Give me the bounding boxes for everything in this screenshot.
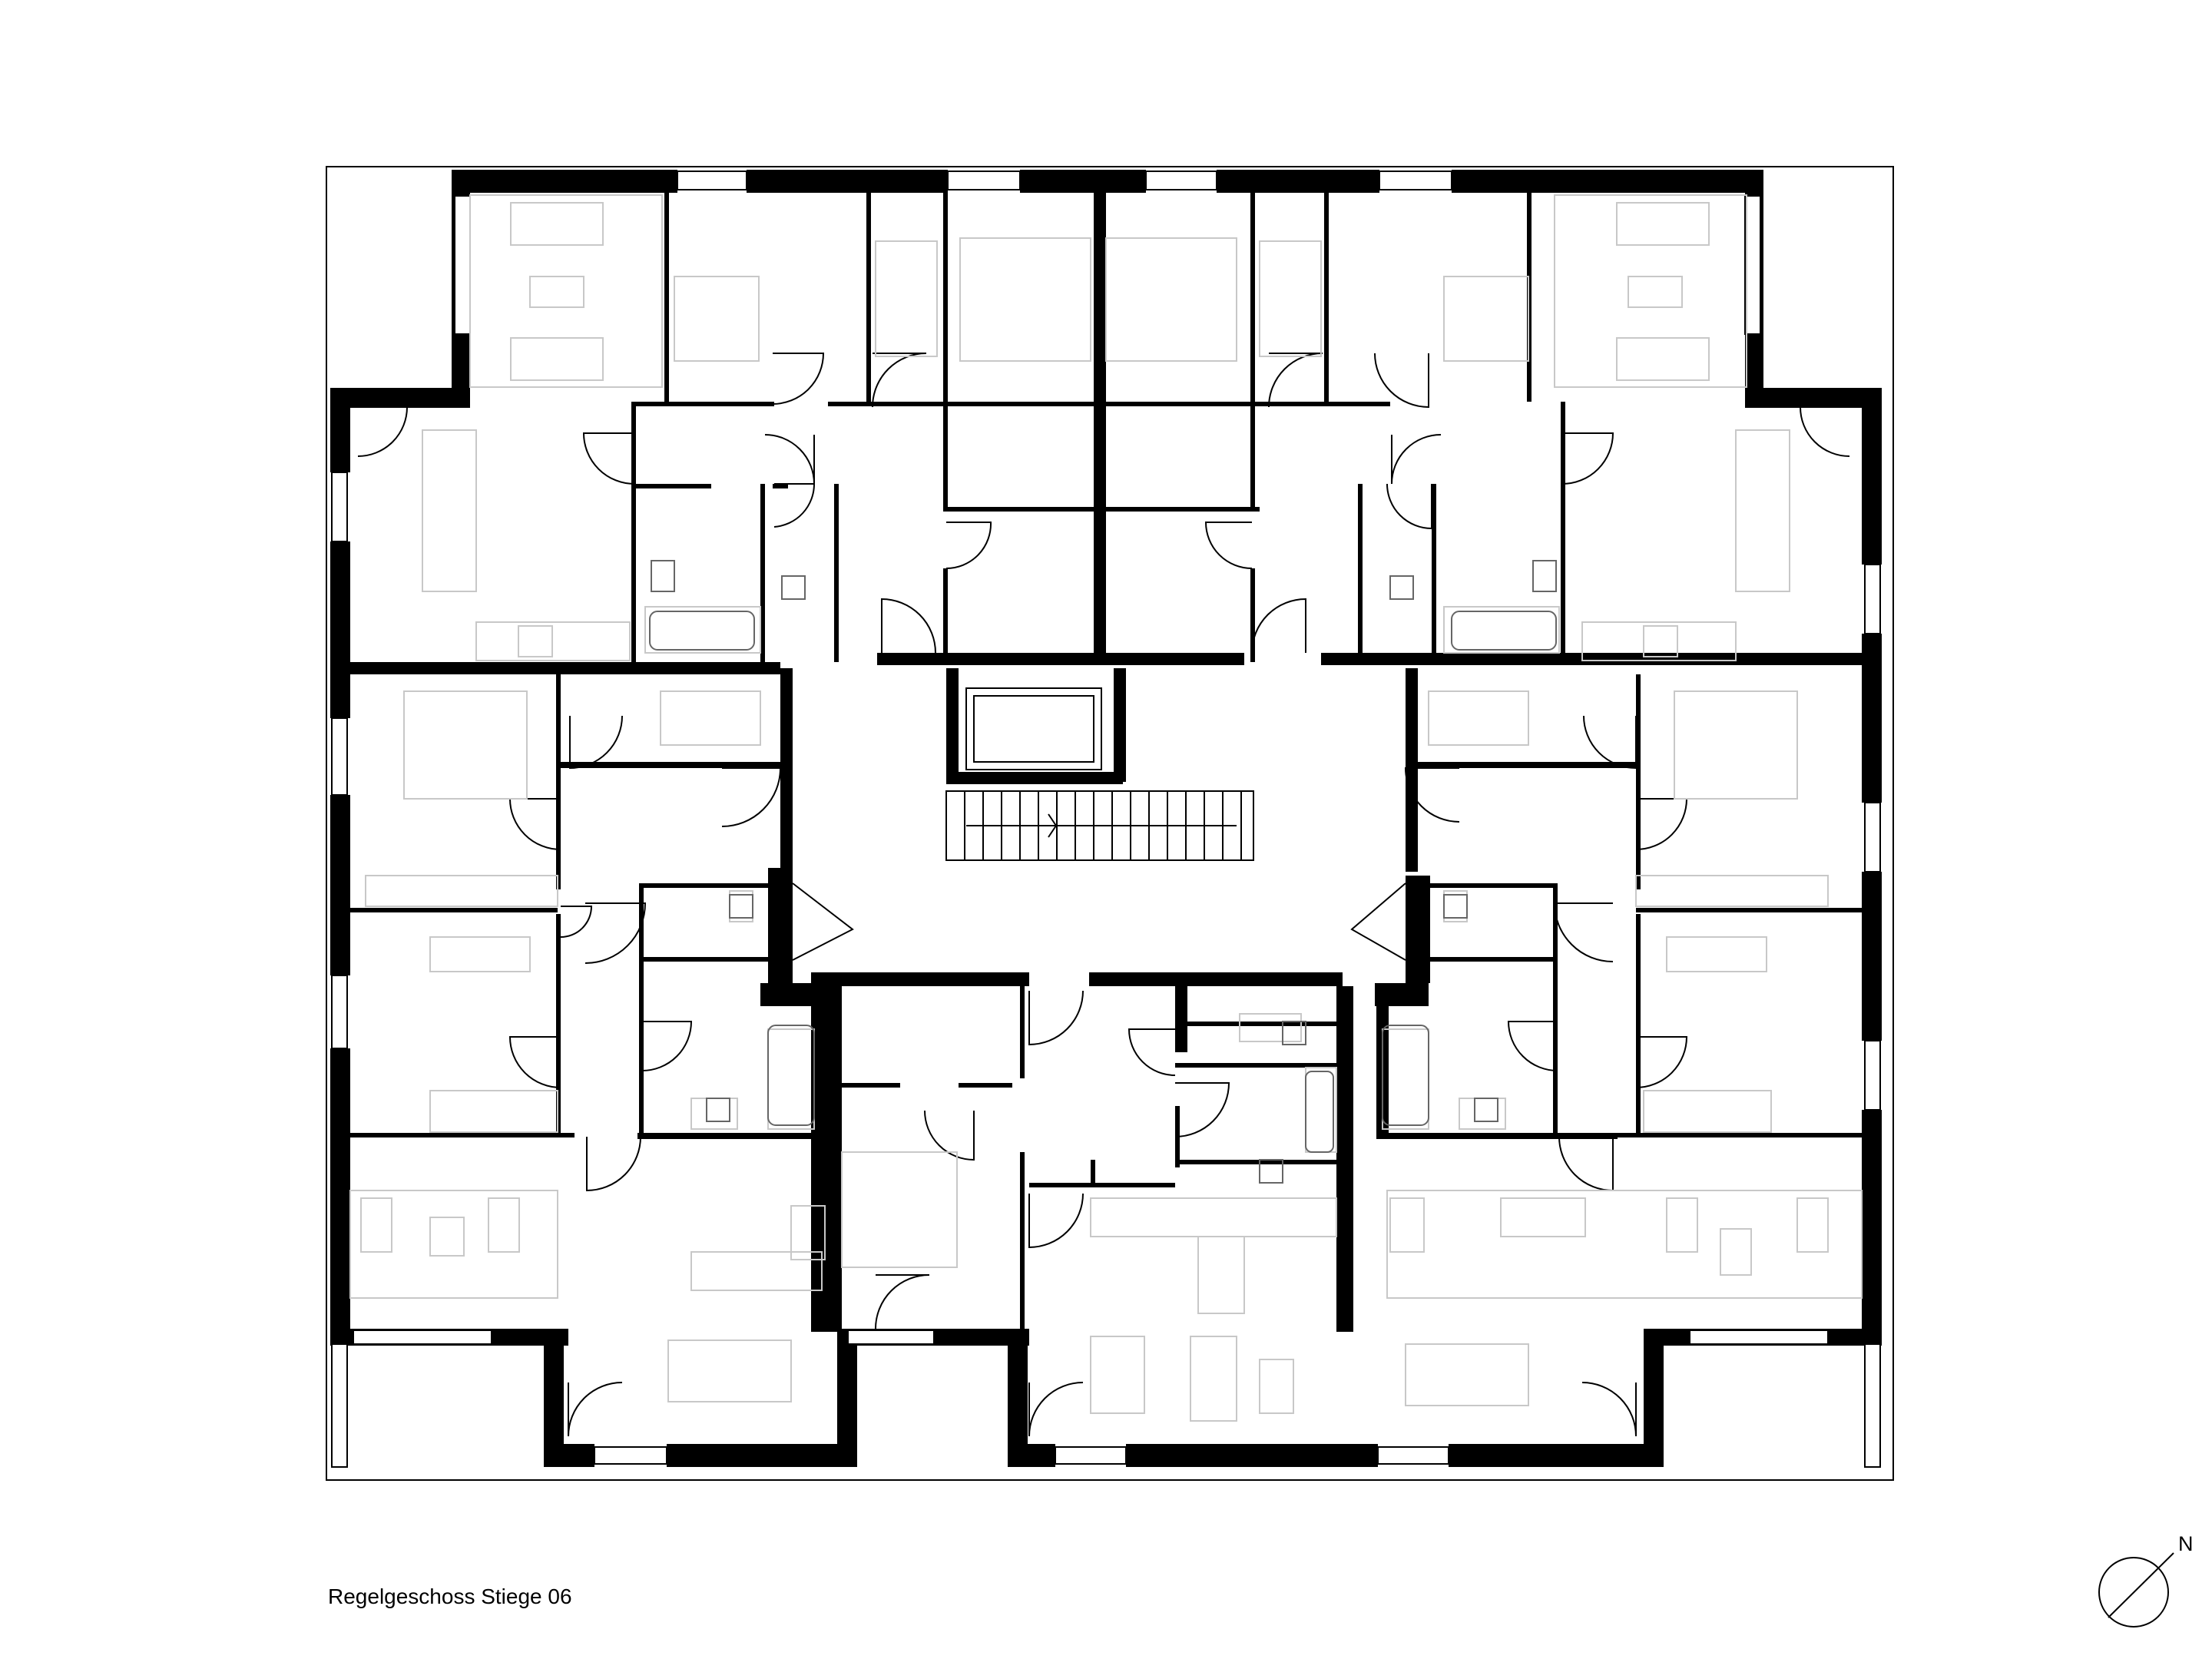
north-label: N — [2178, 1532, 2194, 1555]
drawing-caption: Regelgeschoss Stiege 06 — [328, 1584, 572, 1608]
elevator — [965, 687, 1102, 770]
stair — [945, 790, 1254, 861]
exterior-walls — [330, 170, 1882, 1467]
north-arrow-icon — [2098, 1552, 2174, 1628]
windows — [331, 171, 1881, 1468]
furniture — [349, 194, 1863, 1422]
site-outline — [326, 166, 1894, 1481]
sanitary-fixtures — [649, 560, 1557, 1184]
door-swings — [357, 353, 1850, 1437]
interior-walls — [350, 193, 1862, 1336]
